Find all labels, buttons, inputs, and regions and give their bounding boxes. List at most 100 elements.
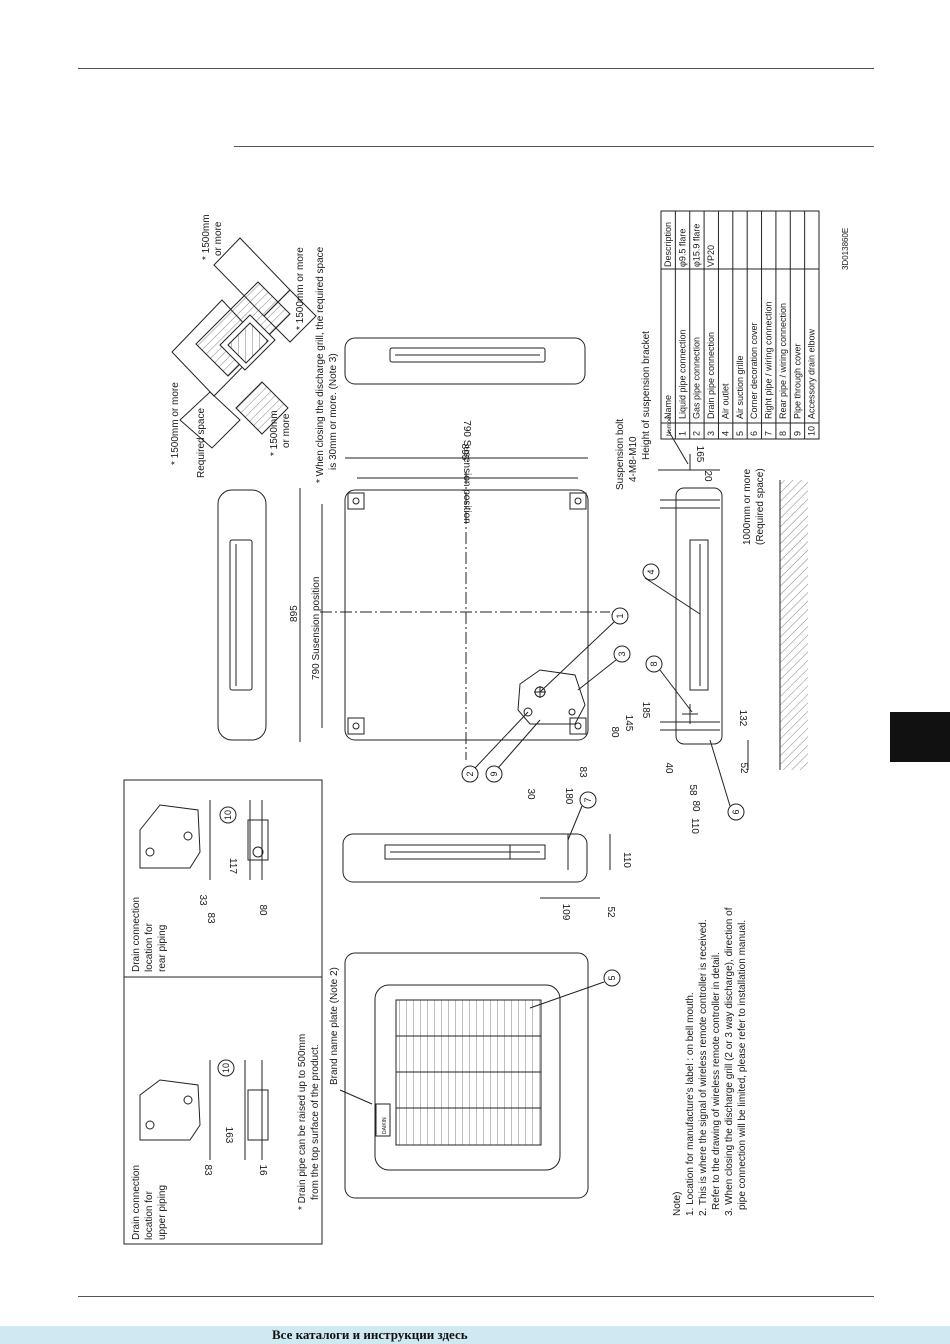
space-bottom-label: * 1500mm xyxy=(269,410,280,456)
bracket-height-label: Height of suspension bracket xyxy=(641,331,652,460)
component-table xyxy=(660,210,820,440)
table-cell-description: φ9.5 flare xyxy=(677,229,687,267)
side-view-top xyxy=(217,489,267,741)
footer-banner: Все каталоги и инструкции здесь xyxy=(0,1326,950,1344)
dimension-d83b: 83 xyxy=(205,912,216,924)
callout-c8: 8 xyxy=(649,661,659,666)
drain-raise-note-2: from the top surface of the product. xyxy=(310,1044,321,1200)
note-line-3: Refer to the drawing of wireless remote … xyxy=(711,952,722,1210)
grille-view xyxy=(344,952,589,1199)
table-cell-number: 10 xyxy=(807,426,817,436)
bottom-rule xyxy=(78,1296,874,1297)
closing-note-2: is 30mm or more. (Note 3) xyxy=(328,353,339,470)
section-tab xyxy=(890,712,950,762)
dimension-d185: 185 xyxy=(640,702,651,719)
callout-c1: 1 xyxy=(615,613,625,618)
callout-circles xyxy=(217,563,745,1077)
brand-logo-text: DAIKIN xyxy=(382,1117,388,1134)
callout-c10a: 10 xyxy=(223,810,233,820)
dimension-d83c: 83 xyxy=(202,1164,213,1176)
leader-lines xyxy=(339,429,731,1105)
table-cell-name: Liquid pipe connection xyxy=(677,329,687,419)
dimension-d165: 165 xyxy=(694,446,705,463)
dimension-d117: 117 xyxy=(227,858,238,874)
dimension-d80: 80 xyxy=(690,800,701,812)
note-line-2: 2. This is where the signal of wireless … xyxy=(698,919,709,1216)
drain-raise-note-1: * Drain pipe can be raised up to 500mm xyxy=(297,1034,308,1210)
suspension-bolt-label: Suspension bolt xyxy=(615,419,626,490)
dimension-d180: 180 xyxy=(563,788,574,805)
drain-rear-label-3: rear piping xyxy=(157,925,168,972)
note-line-4: 3. When closing the discharge grill (2 o… xyxy=(724,907,735,1216)
front-elevation xyxy=(658,454,808,770)
table-cell-name: Air suction grille xyxy=(735,355,745,419)
table-cell-number: 5 xyxy=(735,431,745,436)
drain-upper-label-2: location for xyxy=(144,1190,155,1240)
dimension-d30: 30 xyxy=(525,788,536,800)
callout-c9: 9 xyxy=(489,771,499,776)
table-cell-name: Accessory drain elbow xyxy=(807,328,817,419)
table-cell-number: 8 xyxy=(778,431,788,436)
drain-details xyxy=(123,779,323,1245)
drain-upper-label-3: upper piping xyxy=(157,1185,168,1240)
drain-rear-label-1: Drain connection xyxy=(131,897,142,972)
suspension-790-label: 790 Susension position xyxy=(461,420,472,523)
dimension-d80c: 80 xyxy=(257,904,268,916)
note-line-5: pipe connection will be limited, please … xyxy=(737,920,748,1210)
space-top-label-2: or more xyxy=(213,221,224,256)
clearance-label-2: (Required space) xyxy=(755,468,766,545)
space-left-label: * 1500mm or more xyxy=(170,382,181,465)
table-cell-name: Name xyxy=(663,395,673,419)
dimension-d163: 163 xyxy=(223,1127,234,1144)
space-right-label: * 1500mm or more xyxy=(295,247,306,330)
space-top-label: * 1500mm xyxy=(201,214,212,260)
closing-note-1: * When closing the discharge grill, the … xyxy=(315,246,326,483)
table-cell-name: Drain pipe connection xyxy=(706,332,716,419)
side-view-right xyxy=(344,337,586,385)
bolt-spec-label: 4-M8-M10 xyxy=(628,436,639,482)
callout-c6: 6 xyxy=(731,809,741,814)
suspension-790-vertical: 790 Susension position xyxy=(311,577,322,680)
table-cell-number: 6 xyxy=(749,431,759,436)
drain-rear-label-2: location for xyxy=(144,922,155,972)
table-cell-description: φ15.9 flare xyxy=(692,224,702,267)
dimension-d110: 110 xyxy=(689,818,700,834)
space-bottom-label-2: or more xyxy=(281,413,292,448)
table-cell-number: Number xyxy=(667,415,673,436)
table-cell-name: Rear pipe / wiring connection xyxy=(778,303,788,419)
section-rule xyxy=(234,146,874,147)
side-view-middle xyxy=(342,833,611,899)
drain-upper-label-1: Drain connection xyxy=(131,1165,142,1240)
table-cell-description: Description xyxy=(663,222,673,267)
top-rule xyxy=(78,68,874,69)
table-cell-name: Pipe through cover xyxy=(792,343,802,419)
table-cell-number: 2 xyxy=(692,431,702,436)
width-895-label: 895 xyxy=(459,444,470,461)
table-cell-number: 1 xyxy=(677,431,687,436)
required-space-label: Required space xyxy=(196,408,207,478)
table-cell-name: Right pipe / wiring connection xyxy=(764,301,774,419)
clearance-label-1: 1000mm or more xyxy=(742,468,753,545)
dimension-d83: 83 xyxy=(577,766,588,778)
dimension-d110b: 110 xyxy=(621,852,632,868)
dimension-d80b: 80 xyxy=(609,726,620,738)
footer-text: Все каталоги и инструкции здесь xyxy=(272,1327,468,1342)
doc-code: 3D013860E xyxy=(841,228,850,270)
table-cell-number: 3 xyxy=(706,431,716,436)
dimension-d20: 20 xyxy=(702,470,713,482)
dimension-d16: 16 xyxy=(257,1164,268,1176)
table-cell-description: VP20 xyxy=(706,245,716,267)
dimension-d109: 109 xyxy=(560,904,571,921)
width-895-vertical: 895 xyxy=(289,605,300,622)
table-cell-number: 9 xyxy=(792,431,802,436)
dimension-d145: 145 xyxy=(623,715,634,732)
callout-c10b: 10 xyxy=(221,1063,231,1073)
dimension-d58: 58 xyxy=(687,784,698,796)
table-cell-name: Corner decoration cover xyxy=(749,322,759,419)
dimension-d52b: 52 xyxy=(605,906,616,918)
note-line-0: Note) xyxy=(672,1192,683,1216)
callout-c3: 3 xyxy=(617,651,627,656)
dimension-d40: 40 xyxy=(663,762,674,774)
plan-view xyxy=(299,457,610,760)
